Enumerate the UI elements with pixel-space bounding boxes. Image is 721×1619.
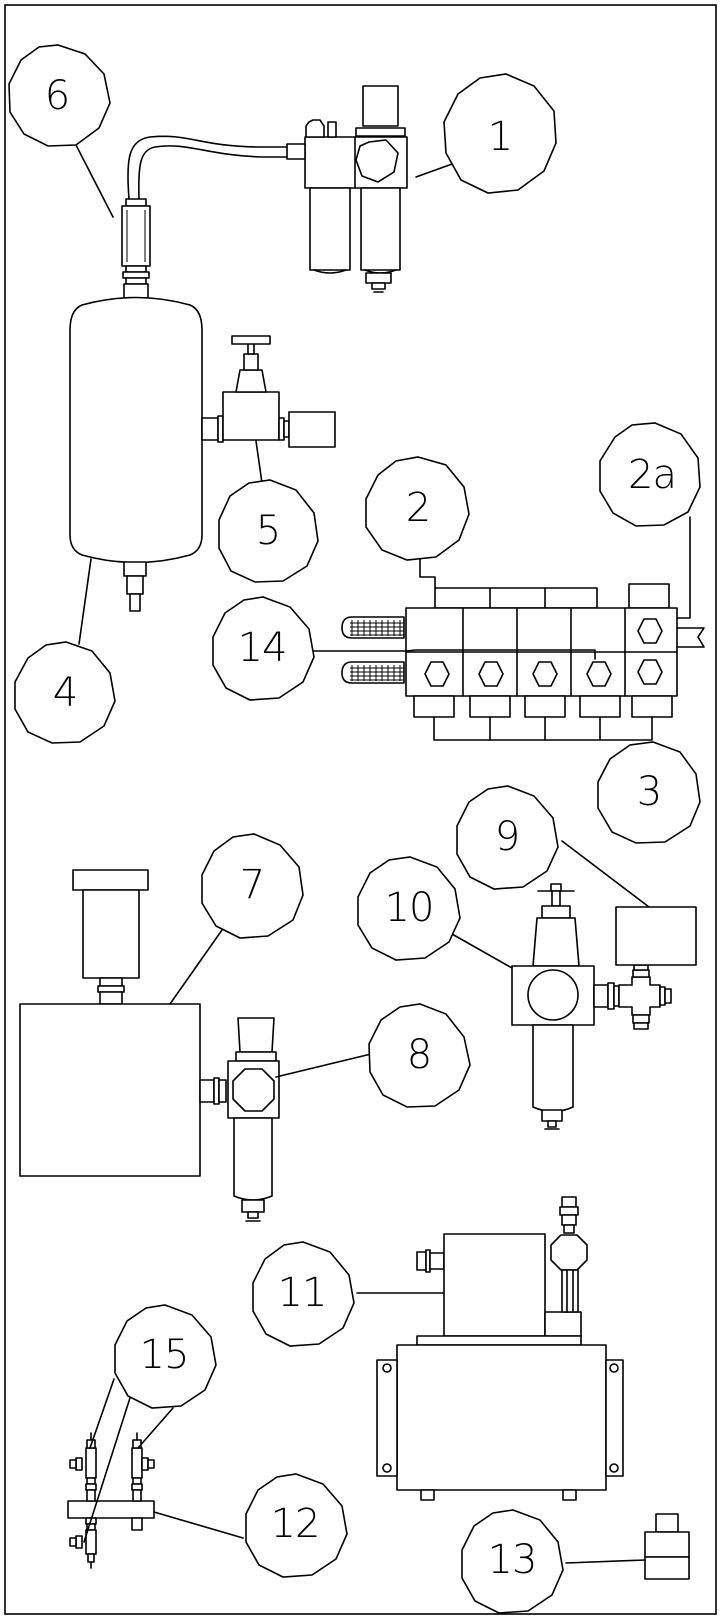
callout-1-label: 1 [488, 114, 512, 160]
callout-8: 8 [368, 1003, 471, 1108]
callout-6-label: 6 [45, 73, 69, 119]
callout-5: 5 [218, 479, 319, 583]
valve-handle-lower [341, 661, 405, 684]
callout-2: 2 [365, 456, 470, 561]
pump-unit [376, 1196, 624, 1501]
air-receiver-tank [69, 296, 203, 612]
leader-lines [75, 144, 691, 1564]
inline-filter [121, 198, 151, 299]
callout-13: 13 [461, 1509, 564, 1614]
callout-9: 9 [456, 785, 559, 890]
distribution-manifold [67, 1432, 155, 1569]
callout-4-label: 4 [53, 670, 77, 716]
shutoff-valve [201, 335, 336, 448]
callout-15: 15 [114, 1304, 217, 1409]
valve-bank [341, 583, 705, 741]
air-hose [127, 135, 288, 200]
callout-1: 1 [443, 73, 557, 194]
callout-3: 3 [597, 741, 701, 844]
reservoir-with-cylinder [19, 869, 201, 1177]
solenoid-connector [644, 1513, 690, 1580]
callout-2a-label: 2a [628, 452, 676, 498]
callout-4: 4 [14, 641, 116, 744]
callout-9-label: 9 [495, 814, 519, 860]
pressure-regulator [511, 883, 609, 1130]
callout-14: 14 [212, 596, 315, 701]
callout-10-label: 10 [385, 885, 434, 931]
callout-7: 7 [201, 833, 304, 939]
tee-fitting [607, 906, 697, 1030]
callout-11-label: 11 [278, 1270, 327, 1316]
callout-12-label: 12 [271, 1501, 320, 1547]
callout-3-label: 3 [637, 769, 661, 815]
callout-2-label: 2 [406, 485, 430, 531]
callout-7-label: 7 [240, 862, 264, 908]
valve-handle-upper [341, 616, 405, 639]
filter-regulator [199, 1017, 280, 1222]
callout-8-label: 8 [407, 1032, 431, 1078]
callout-11: 11 [252, 1241, 355, 1347]
callout-13-label: 13 [488, 1537, 537, 1583]
callout-14-label: 14 [238, 625, 287, 671]
callout-2a: 2a [599, 422, 701, 527]
frl-unit [286, 85, 408, 293]
callout-15-label: 15 [140, 1332, 189, 1378]
callout-12: 12 [245, 1473, 348, 1578]
callout-6: 6 [8, 44, 111, 147]
callout-10: 10 [357, 856, 461, 961]
callout-5-label: 5 [256, 508, 280, 554]
